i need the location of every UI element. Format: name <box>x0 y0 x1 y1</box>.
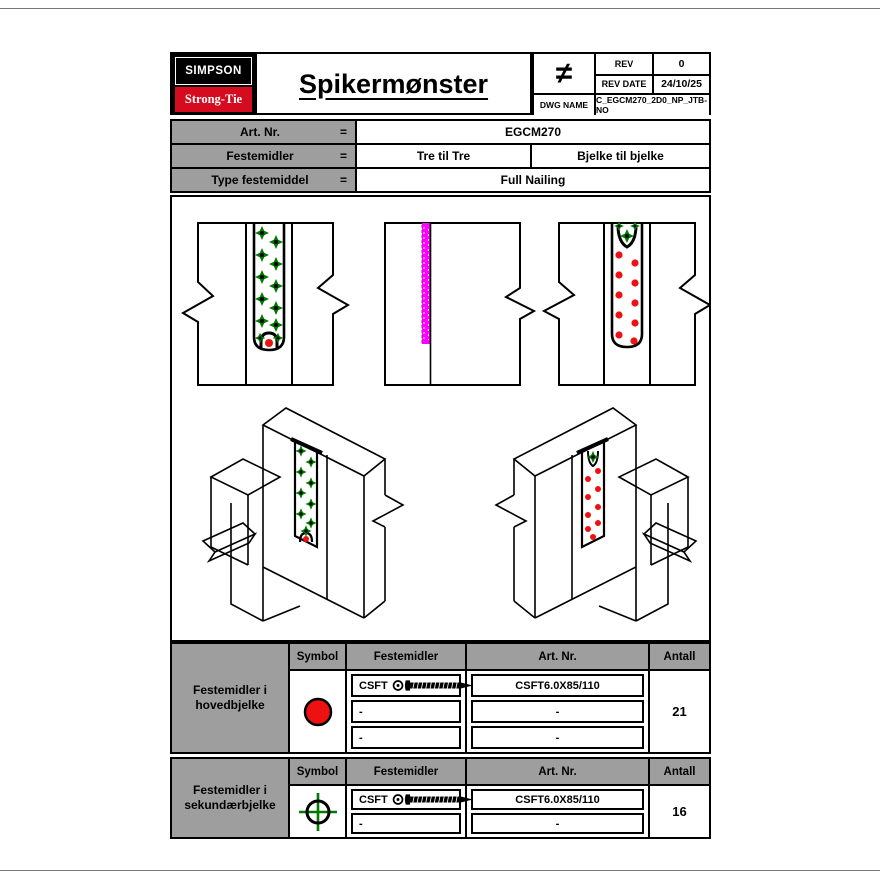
main-beam-symbol-cell <box>290 671 347 752</box>
festemidler-label: Festemidler <box>226 149 294 163</box>
2d-view-hanger-side <box>384 222 537 386</box>
secondary-beam-quantity: 16 <box>672 804 687 819</box>
secondary-beam-artnr-stack: CSFT6.0X85/110 - <box>467 786 650 837</box>
fastener-dash: - <box>351 700 461 723</box>
page-bottom-edge <box>0 870 880 871</box>
art-nr-dash: - <box>471 813 644 834</box>
drawing-area <box>170 195 711 642</box>
secondary-nail-symbols <box>254 226 284 344</box>
header-antall: Antall <box>650 644 709 671</box>
logo-simpson-text: SIMPSON <box>175 57 252 85</box>
festemidler-value-2: Bjelke til bjelke <box>577 149 664 163</box>
header-symbol: Symbol <box>290 759 347 786</box>
type-festemiddel-label: Type festemiddel <box>211 173 309 187</box>
fastener-dash: - <box>351 813 461 834</box>
header-art-nr: Art. Nr. <box>467 759 650 786</box>
info-row-type-festemiddel: Type festemiddel = Full Nailing <box>170 167 711 193</box>
header-symbol: Symbol <box>290 644 347 671</box>
art-nr-cell: CSFT6.0X85/110 <box>471 674 644 697</box>
equals-sign: = <box>339 173 347 187</box>
iso-view-left <box>201 407 405 622</box>
art-nr-cell: CSFT6.0X85/110 <box>471 789 644 810</box>
2d-view-main-front <box>541 222 709 386</box>
fastener-dash: - <box>351 726 461 749</box>
sheet-title-text: Spikermønster <box>298 69 489 99</box>
rev-date-label: REV DATE <box>594 73 652 93</box>
equals-sign: = <box>339 149 347 163</box>
rev-label: REV <box>594 54 652 74</box>
screw-icon <box>392 680 473 691</box>
screw-icon <box>392 794 473 805</box>
info-row-festemidler: Festemidler = Tre til Tre Bjelke til bjel… <box>170 143 711 169</box>
iso-view-right <box>494 407 698 622</box>
red-circle-icon <box>303 697 332 726</box>
type-festemiddel-value: Full Nailing <box>500 173 566 187</box>
main-beam-festemidler-stack: CSFT - - <box>347 671 473 752</box>
main-nail-dots <box>615 251 639 345</box>
art-nr-label: Art. Nr. <box>239 125 280 139</box>
art-nr-dash: - <box>471 726 644 749</box>
2d-view-secondary-front <box>181 222 350 386</box>
simpson-strongtie-logo: SIMPSON Strong-Tie <box>172 54 257 115</box>
title-block: SIMPSON Strong-Tie Spikermønster ≠ REV 0… <box>170 52 711 115</box>
fastener-table-main-beam: Festemidler i hovedbjelke Symbol Festemi… <box>170 642 711 754</box>
secondary-beam-symbol-cell <box>290 786 347 837</box>
fastener-table-secondary-beam: Festemidler i sekundærbjelke Symbol Fest… <box>170 757 711 839</box>
drawing-sheet: SIMPSON Strong-Tie Spikermønster ≠ REV 0… <box>170 52 711 839</box>
fastener-name: CSFT <box>359 679 388 692</box>
rev-value: 0 <box>652 54 709 74</box>
info-table: Art. Nr. = EGCM270 Festemidler = Tre til T… <box>170 119 711 193</box>
equals-sign: = <box>339 125 347 139</box>
header-festemidler: Festemidler <box>347 759 467 786</box>
sheet-title: Spikermønster <box>257 54 532 115</box>
green-crosshair-icon <box>298 792 337 831</box>
page-top-edge <box>0 8 880 9</box>
rev-date-value: 24/10/25 <box>652 73 709 93</box>
dwg-name-value: C_EGCM270_2D0_NP_JTB-NO <box>594 93 709 115</box>
iso-secondary-nails <box>295 445 317 537</box>
art-nr-dash: - <box>471 700 644 723</box>
header-antall: Antall <box>650 759 709 786</box>
info-row-art-nr: Art. Nr. = EGCM270 <box>170 119 711 145</box>
iso-main-nails <box>585 468 601 540</box>
main-beam-row-label: Festemidler i hovedbjelke <box>172 644 290 752</box>
secondary-beam-row-label: Festemidler i sekundærbjelke <box>172 759 290 837</box>
header-festemidler: Festemidler <box>347 644 467 671</box>
hanger-plate-side <box>422 223 431 344</box>
nailing-pattern-drawing <box>181 221 709 622</box>
dwg-name-label: DWG NAME <box>532 93 594 115</box>
art-nr-value: EGCM270 <box>504 125 562 139</box>
main-beam-artnr-stack: CSFT6.0X85/110 - - <box>467 671 650 752</box>
fastener-name: CSFT <box>359 793 388 806</box>
main-nail-dot <box>265 339 273 347</box>
revision-block: ≠ REV 0 REV DATE 24/10/25 DWG NAME C_EGC… <box>532 54 709 115</box>
not-equal-icon: ≠ <box>532 54 594 93</box>
festemidler-value-1: Tre til Tre <box>357 145 532 167</box>
header-art-nr: Art. Nr. <box>467 644 650 671</box>
main-beam-quantity: 21 <box>672 704 687 719</box>
logo-strongtie-text: Strong-Tie <box>175 86 252 112</box>
secondary-beam-festemidler-stack: CSFT - <box>347 786 473 837</box>
